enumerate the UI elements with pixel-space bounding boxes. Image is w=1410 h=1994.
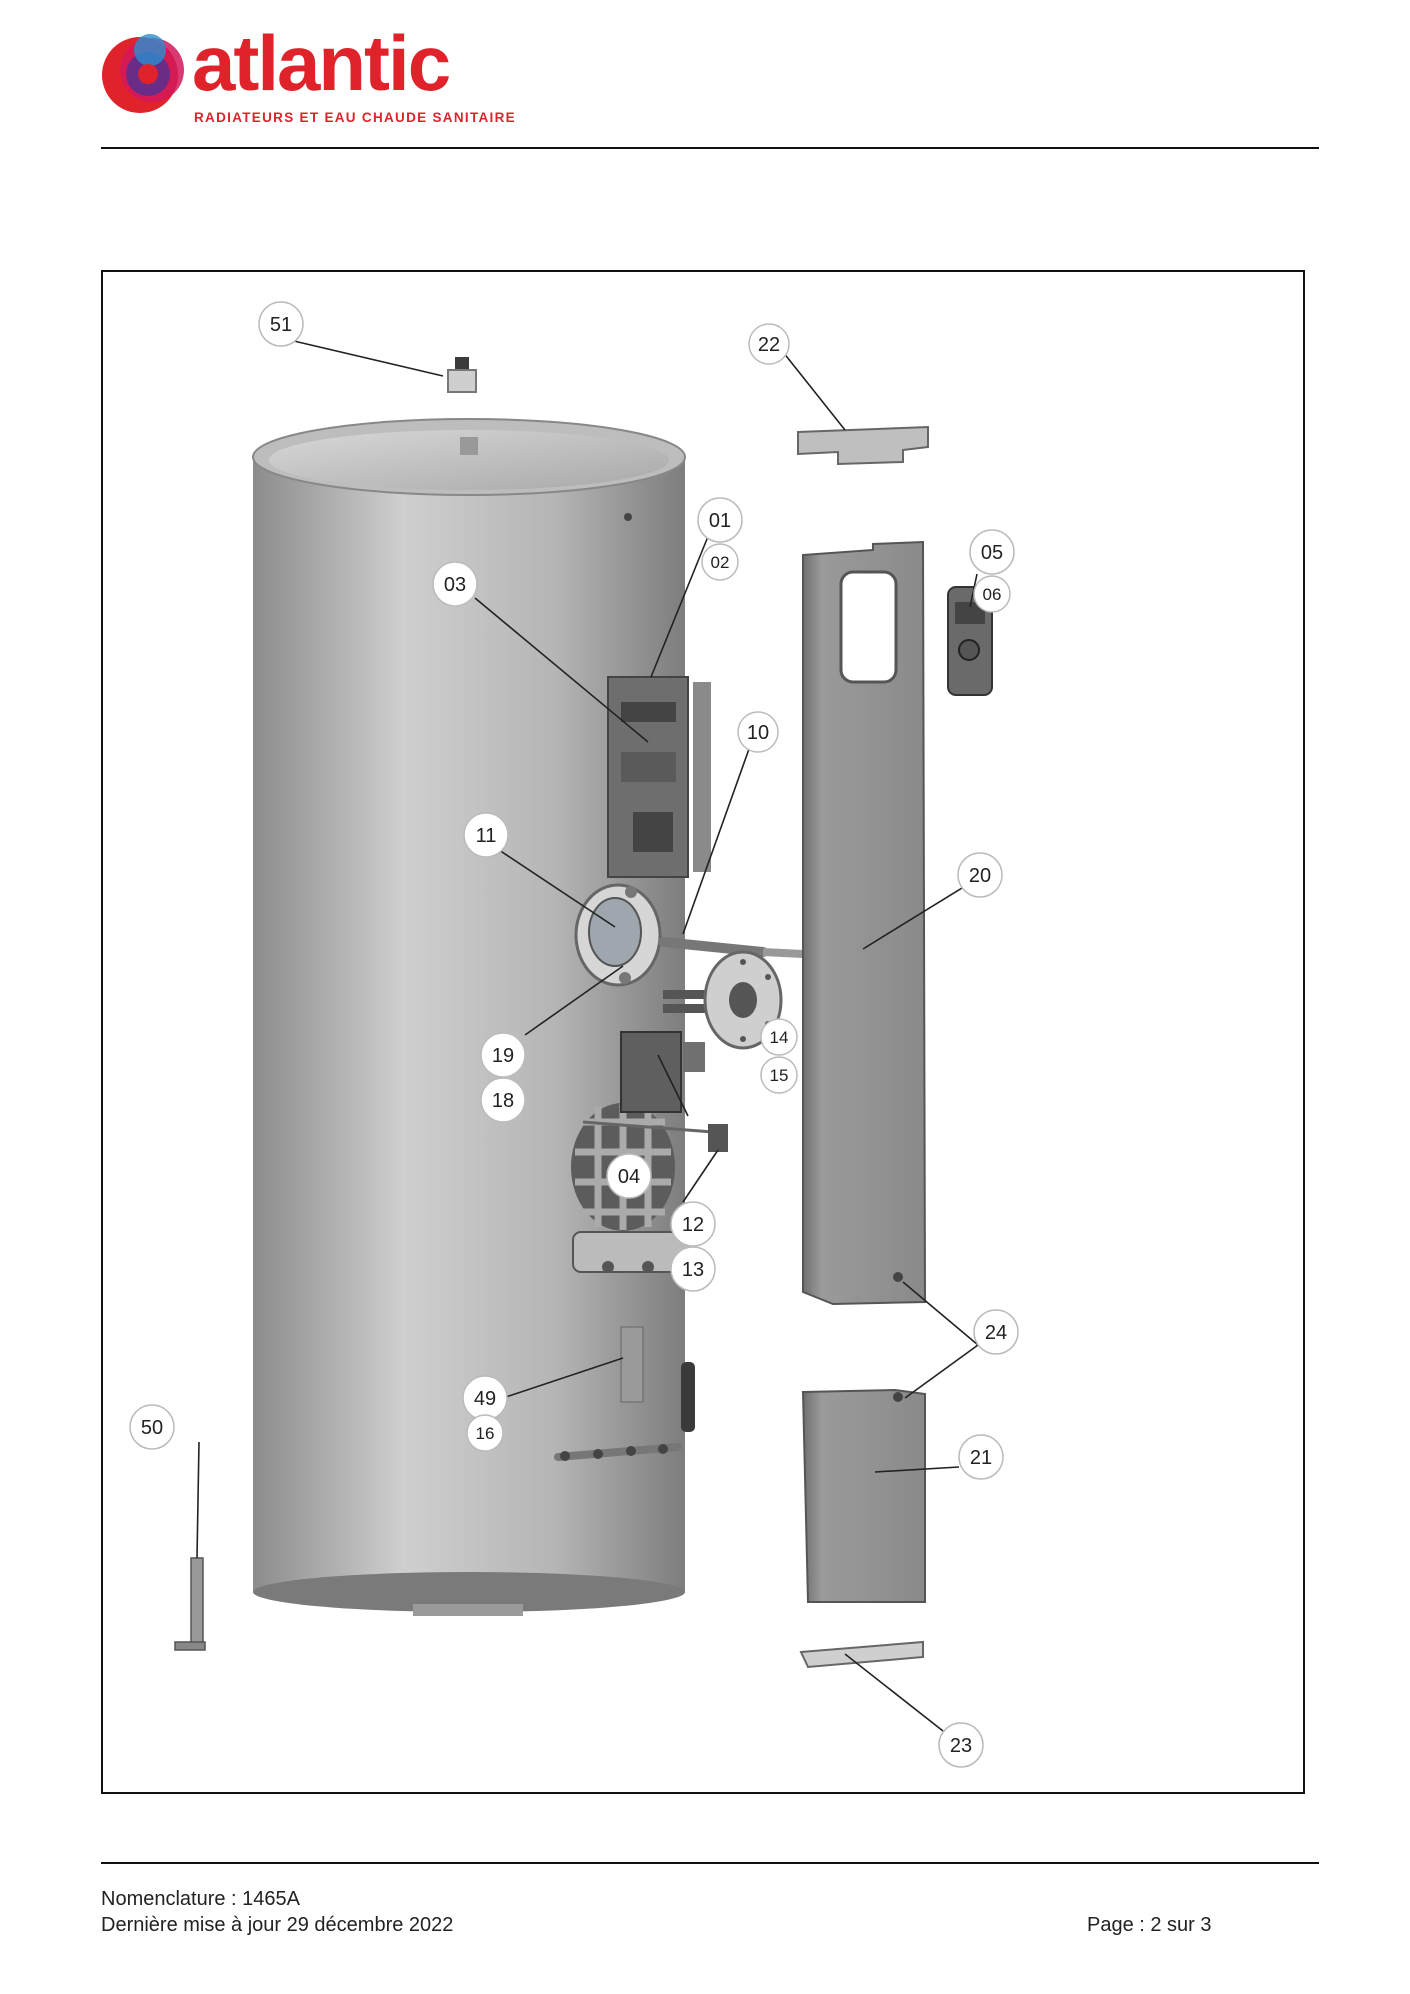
- thermostat: [582, 1031, 728, 1152]
- nomenclature-label: Nomenclature : 1465A: [101, 1888, 301, 1910]
- rating-label: [620, 1326, 644, 1403]
- brand-name: atlantic: [192, 19, 451, 107]
- callout-label-22: 22: [758, 334, 780, 356]
- front-column-panel: [802, 540, 927, 1306]
- callout-bubble-06: [973, 575, 1011, 613]
- callout-label-23: 23: [950, 1735, 972, 1757]
- callout-label-11: 11: [476, 825, 497, 847]
- leader-lines: [196, 333, 979, 1732]
- callout-bubble-15: [760, 1056, 798, 1094]
- valve-assembly: [554, 1362, 695, 1461]
- callout-bubble-12: [670, 1201, 716, 1247]
- heating-element: [658, 937, 804, 1013]
- callout-bubble-04: [606, 1153, 652, 1199]
- callout-label-05: 05: [981, 542, 1003, 564]
- callout-label-21: 21: [970, 1447, 992, 1469]
- control-board-support: [607, 676, 711, 878]
- callout-bubble-22: [748, 323, 790, 365]
- callout-bubble-51: [258, 301, 304, 347]
- callout-bubble-20: [957, 852, 1003, 898]
- wall-bracket: [174, 1557, 206, 1651]
- callout-bubble-10: [737, 711, 779, 753]
- exploded-view-diagram: 51 22 01 02 05 06 03 10 11 20 19 18 14 15 04 12 13 24 49 16…: [129, 301, 1019, 1768]
- callout-label-02: 02: [711, 553, 730, 572]
- element-flange-plate: [703, 950, 783, 1050]
- callout-label-20: 20: [969, 865, 991, 887]
- brand-logo: atlantic RADIATEURS ET EAU CHAUDE SANITA…: [100, 24, 520, 130]
- callout-bubble-24: [973, 1309, 1019, 1355]
- callout-bubble-02: [701, 543, 739, 581]
- logo-mark-icon: [102, 34, 184, 113]
- callout-bubble-21: [958, 1434, 1004, 1480]
- last-update-label: Dernière mise à jour 29 décembre 2022: [101, 1914, 454, 1936]
- lower-panel: [801, 1388, 926, 1603]
- callout-label-10: 10: [747, 722, 769, 744]
- callout-label-06: 06: [983, 585, 1002, 604]
- exploded-view-frame: 51 22 01 02 05 06 03 10 11 20 19 18 14 15 04 12 13 24 49 16…: [101, 270, 1305, 1794]
- bottom-bracket: [799, 1640, 924, 1669]
- callout-bubble-01: [697, 497, 743, 543]
- callout-bubble-03: [432, 561, 478, 607]
- callout-bubble-19: [480, 1032, 526, 1078]
- callout-label-01: 01: [709, 510, 731, 532]
- footer-divider: [101, 1862, 1319, 1864]
- callout-bubble-18: [480, 1077, 526, 1123]
- control-interface: [947, 586, 993, 696]
- callout-bubble-05: [969, 529, 1015, 575]
- callout-bubble-50: [129, 1404, 175, 1450]
- safety-valve: [447, 357, 477, 393]
- callout-label-13: 13: [682, 1259, 704, 1281]
- callout-bubble-11: [463, 812, 509, 858]
- callout-label-15: 15: [770, 1066, 789, 1085]
- brand-tagline: RADIATEURS ET EAU CHAUDE SANITAIRE: [194, 110, 516, 125]
- callout-label-04: 04: [618, 1166, 640, 1188]
- callout-label-24: 24: [985, 1322, 1007, 1344]
- callout-label-12: 12: [682, 1214, 704, 1236]
- top-bracket: [797, 425, 929, 466]
- callout-label-18: 18: [492, 1090, 514, 1112]
- callout-label-19: 19: [492, 1045, 514, 1067]
- callout-label-49: 49: [474, 1388, 496, 1410]
- callout-bubble-16: [466, 1414, 504, 1452]
- callout-bubble-14: [760, 1018, 798, 1056]
- callout-label-14: 14: [770, 1028, 789, 1047]
- callout-label-16: 16: [476, 1424, 495, 1443]
- callout-bubble-13: [670, 1246, 716, 1292]
- callout-label-50: 50: [141, 1417, 163, 1439]
- page-number: Page : 2 sur 3: [1087, 1914, 1212, 1936]
- callout-label-51: 51: [270, 314, 292, 336]
- callout-label-03: 03: [444, 574, 466, 596]
- heater-flange: [574, 883, 662, 987]
- header-divider: [101, 147, 1319, 149]
- callout-bubble-23: [938, 1722, 984, 1768]
